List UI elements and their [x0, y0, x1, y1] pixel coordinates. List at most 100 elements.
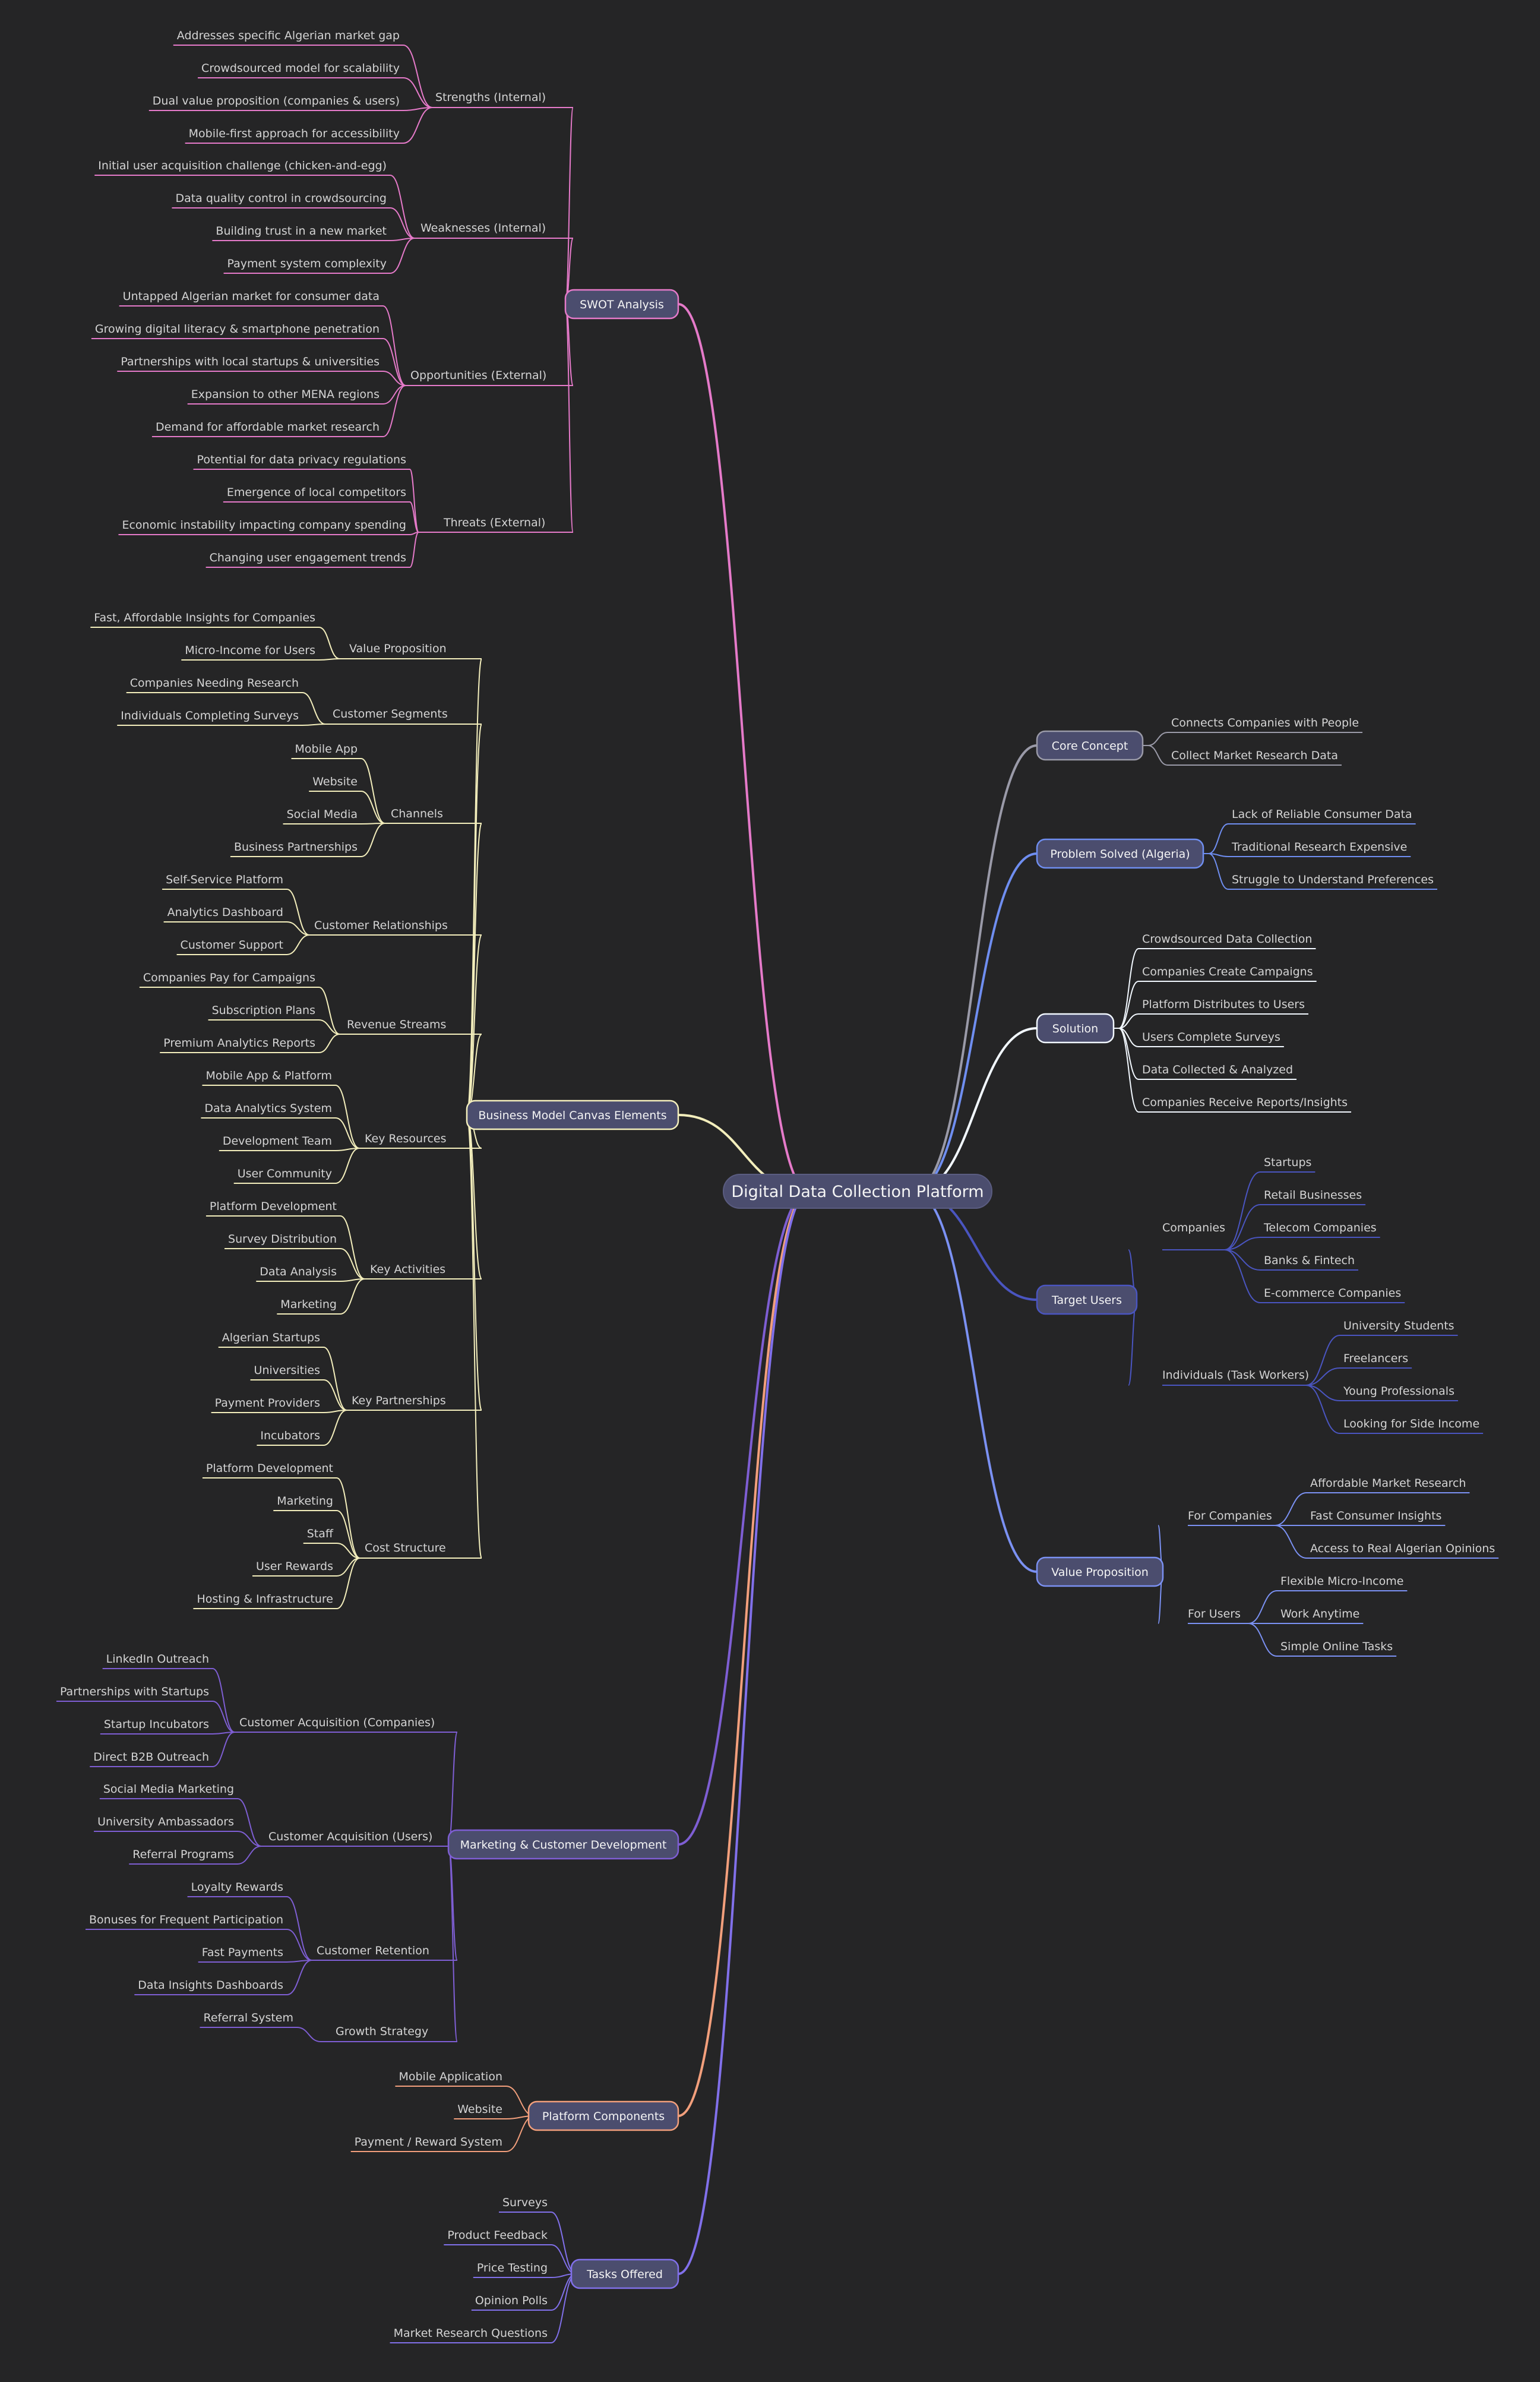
leaf-label: Startup Incubators	[104, 1718, 209, 1731]
group-label-key-activities: Key Activities	[370, 1263, 445, 1276]
branch-node-tu[interactable]: Target Users	[1036, 1284, 1138, 1315]
root-node-shape	[723, 1174, 992, 1209]
branch-node-pc[interactable]: Platform Components	[527, 2100, 679, 2131]
leaf-connector	[286, 1929, 312, 1961]
group-label-key-partnerships: Key Partnerships	[352, 1394, 446, 1407]
leaf-connector	[1248, 1623, 1277, 1657]
leaf-label: Social Media	[287, 808, 358, 821]
leaf-label: Lack of Reliable Consumer Data	[1232, 808, 1412, 821]
leaf-connector	[323, 1347, 347, 1411]
leaf-connector	[336, 1477, 361, 1559]
leaf-connector	[212, 1701, 235, 1733]
branch-connector	[913, 852, 1038, 1193]
leaf-connector	[335, 1117, 360, 1149]
group-label-strengths-internal: Strengths (Internal)	[435, 91, 546, 104]
leaf-connector	[1275, 1492, 1307, 1526]
leaf-label: Emergence of local competitors	[227, 486, 406, 499]
leaf-connector	[237, 1846, 262, 1865]
leaf-connector	[340, 1278, 365, 1315]
group-label-customer-segments: Customer Segments	[333, 707, 448, 721]
leaf-label: Data Insights Dashboards	[138, 1979, 283, 1992]
leaf-label: Companies Pay for Campaigns	[143, 971, 315, 984]
leaf-label: Data Analysis	[260, 1265, 337, 1278]
leaf-label: Self-Service Platform	[166, 873, 283, 886]
leaf-connector	[318, 627, 340, 659]
leaf-connector	[318, 987, 340, 1035]
group-label-revenue-streams: Revenue Streams	[347, 1018, 446, 1031]
leaf-label: Fast, Affordable Insights for Companies	[94, 611, 315, 624]
leaf-label: Micro-Income for Users	[185, 644, 315, 657]
leaf-label: Staff	[307, 1527, 334, 1540]
leaf-label: Partnerships with local startups & unive…	[121, 355, 380, 368]
leaf-connector	[237, 1798, 262, 1847]
branch-node-bmc[interactable]: Business Model Canvas Elements	[466, 1100, 679, 1130]
leaf-connector	[1305, 1335, 1340, 1386]
leaf-label: Customer Support	[181, 939, 283, 952]
leaf-connector	[286, 889, 310, 936]
group-label-channels: Channels	[391, 807, 443, 820]
group-label-key-resources: Key Resources	[365, 1132, 447, 1145]
leaf-label: Price Testing	[477, 2261, 548, 2274]
leaf-label: LinkedIn Outreach	[106, 1653, 209, 1666]
leaf-connector	[1147, 732, 1168, 746]
leaf-label: Algerian Startups	[222, 1331, 320, 1344]
group-label-for-users: For Users	[1188, 1607, 1241, 1620]
leaf-connector	[390, 238, 415, 274]
branch-node-shape	[1036, 1284, 1138, 1315]
leaf-connector	[1224, 1204, 1261, 1250]
leaf-label: Affordable Market Research	[1310, 1477, 1466, 1490]
leaf-connector	[1248, 1590, 1277, 1624]
leaf-label: Initial user acquisition challenge (chic…	[98, 159, 387, 172]
leaf-label: Platform Distributes to Users	[1142, 998, 1305, 1011]
leaf-label: Development Team	[223, 1135, 332, 1148]
leaf-label: Demand for affordable market research	[156, 421, 380, 434]
leaf-label: Analytics Dashboard	[167, 906, 283, 919]
leaf-label: University Ambassadors	[97, 1815, 234, 1828]
branch-node-cc[interactable]: Core Concept	[1036, 730, 1144, 761]
branch-node-shape	[447, 1829, 679, 1860]
branch-node-vp[interactable]: Value Proposition	[1036, 1556, 1164, 1587]
leaf-label: Platform Development	[210, 1200, 337, 1213]
branch-node-shape	[1036, 1556, 1164, 1587]
leaf-connector	[390, 207, 415, 239]
group-label-growth-strategy: Growth Strategy	[336, 2025, 428, 2038]
group-label-customer-acquisition-users: Customer Acquisition (Users)	[268, 1830, 432, 1843]
branch-node-label: Value Proposition	[1051, 1566, 1149, 1579]
branch-node-label: Tasks Offered	[586, 2268, 663, 2281]
root-node[interactable]: Digital Data Collection Platform	[723, 1174, 992, 1209]
leaf-label: Incubators	[260, 1429, 320, 1442]
leaf-label: Potential for data privacy regulations	[197, 453, 406, 466]
leaf-connector	[286, 1896, 312, 1961]
leaf-connector	[335, 1085, 360, 1149]
branch-connector	[913, 744, 1038, 1193]
leaf-connector	[361, 791, 385, 824]
leaf-connector	[403, 77, 433, 108]
leaf-connector	[382, 338, 406, 386]
leaf-label: Individuals Completing Surveys	[121, 709, 299, 722]
leaf-connector	[340, 1248, 365, 1280]
leaf-connector	[409, 501, 419, 533]
leaf-label: Surveys	[502, 2196, 548, 2209]
branch-node-ps[interactable]: Problem Solved (Algeria)	[1036, 838, 1204, 869]
branch-node-label: SWOT Analysis	[580, 298, 664, 311]
leaf-label: Mobile-first approach for accessibility	[189, 127, 400, 140]
branch-node-shape	[466, 1100, 679, 1130]
leaf-label: Data Analytics System	[204, 1102, 332, 1115]
leaf-label: Data quality control in crowdsourcing	[175, 192, 387, 205]
branch-node-to[interactable]: Tasks Offered	[570, 2258, 679, 2289]
leaf-connector	[1147, 745, 1168, 766]
branch-node-label: Platform Components	[542, 2110, 665, 2123]
group-label-customer-relationships: Customer Relationships	[314, 919, 448, 932]
leaf-connector	[409, 532, 419, 568]
group-label-customer-retention: Customer Retention	[317, 1944, 429, 1957]
branch-node-mcd[interactable]: Marketing & Customer Development	[447, 1829, 679, 1860]
branch-connector	[678, 1190, 809, 2275]
leaf-connector	[237, 1831, 262, 1847]
branch-node-swot[interactable]: SWOT Analysis	[564, 289, 679, 320]
leaf-label: Flexible Micro-Income	[1280, 1575, 1403, 1588]
leaf-connector	[1118, 1013, 1139, 1029]
branch-node-shape	[564, 289, 679, 320]
leaf-connector	[390, 175, 415, 239]
branch-node-sol[interactable]: Solution	[1036, 1013, 1115, 1044]
